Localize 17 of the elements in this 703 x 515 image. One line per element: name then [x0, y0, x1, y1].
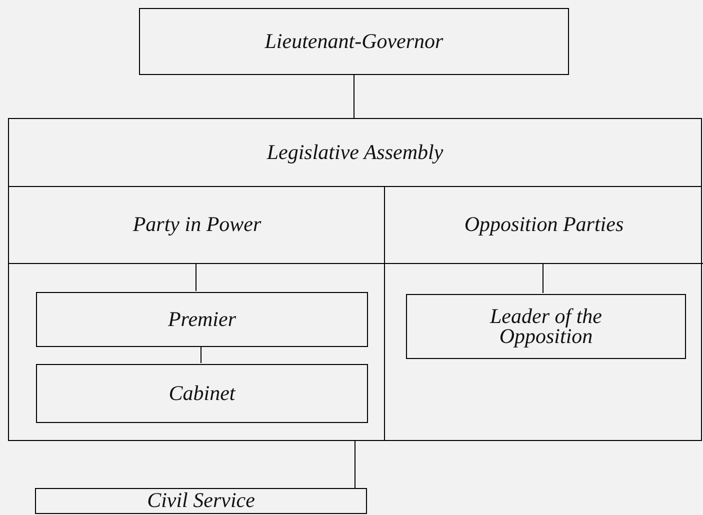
org-box: [139, 8, 569, 75]
org-box: [36, 292, 368, 347]
box-label: Party in Power: [132, 215, 262, 235]
box-label: Premier: [166, 310, 238, 330]
box-label: Opposition Parties: [463, 215, 625, 235]
group-box: [8, 118, 702, 441]
box-label: Leader of the Opposition: [488, 306, 603, 346]
connector-line: [200, 346, 202, 364]
org-box: [406, 294, 686, 359]
connector-line: [354, 440, 356, 488]
box-label: Legislative Assembly: [266, 142, 444, 162]
box-label: Lieutenant-Governor: [264, 32, 444, 52]
org-box: [35, 488, 367, 514]
connector-line: [542, 262, 544, 294]
org-box: [36, 364, 368, 423]
box-label: Civil Service: [146, 491, 256, 511]
box-label: Cabinet: [168, 384, 236, 404]
